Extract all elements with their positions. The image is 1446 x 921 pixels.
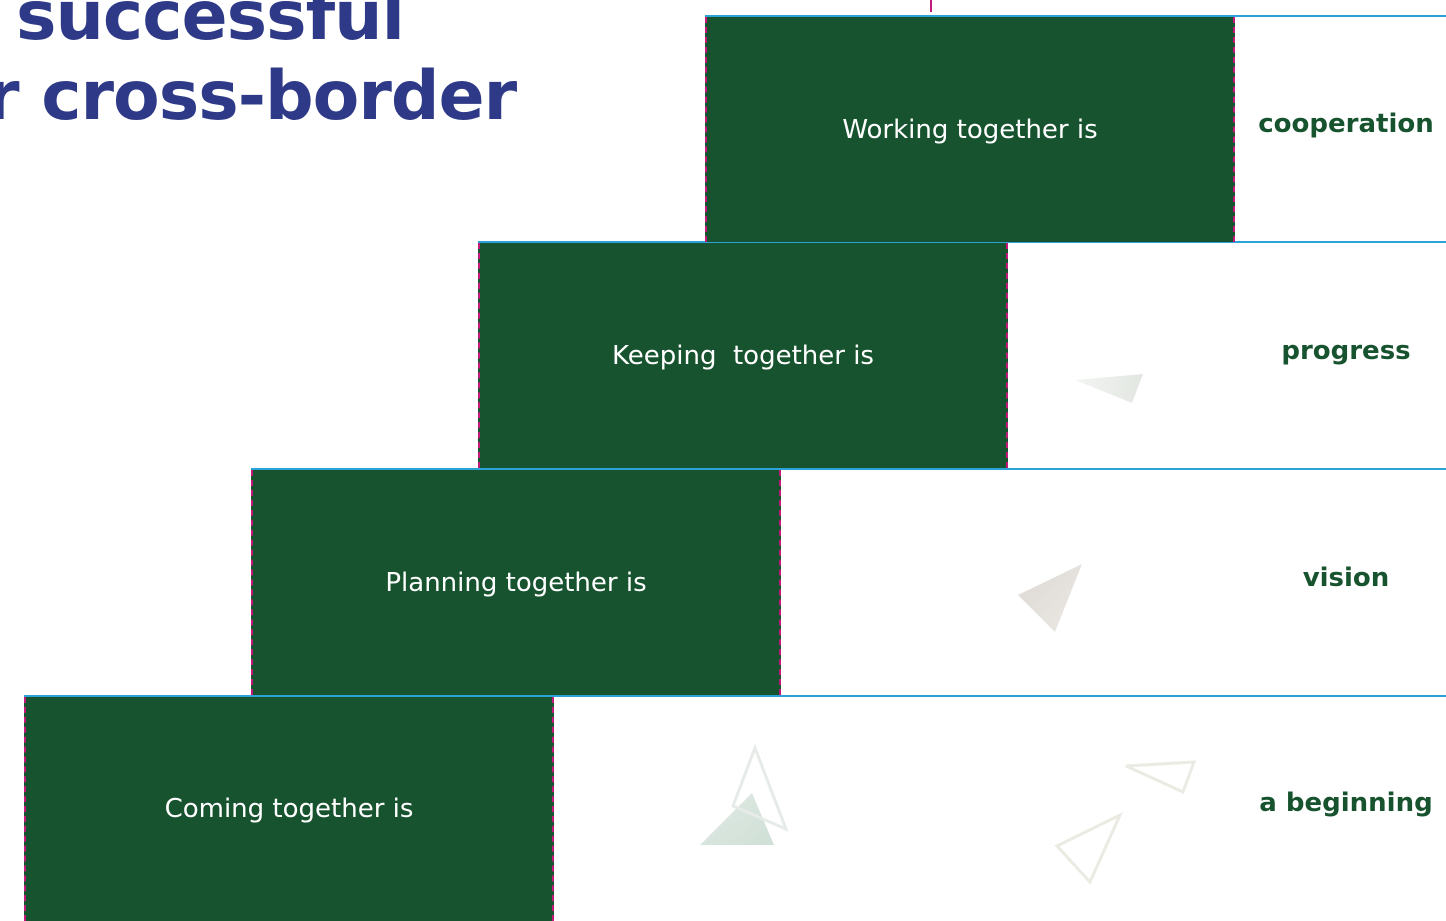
keyword-vision: vision: [1302, 563, 1390, 593]
rule-line-1: [705, 15, 1446, 17]
rule-line-2: [478, 241, 1446, 243]
keyword-progress: progress: [1281, 336, 1411, 366]
keyword-a-beginning: a beginning: [1259, 788, 1433, 818]
step-label: Planning together is: [385, 567, 647, 598]
slide-title-line-2: r cross-border: [0, 57, 517, 136]
triangle-shape: [1075, 374, 1143, 403]
triangle-shape: [700, 793, 774, 845]
slide-title-line-1: successful: [16, 0, 405, 56]
rule-line-3: [251, 468, 1446, 470]
top-tick: [930, 0, 932, 12]
step-coming: Coming together is: [24, 697, 554, 921]
step-label: Keeping together is: [612, 340, 874, 371]
rule-line-4: [24, 695, 1446, 697]
step-label: Working together is: [842, 114, 1098, 145]
triangle-outline: [731, 743, 789, 832]
step-label: Coming together is: [164, 794, 414, 824]
triangle-outline: [1125, 760, 1197, 795]
step-planning: Planning together is: [251, 470, 781, 695]
triangle-outline: [1054, 811, 1124, 885]
keyword-cooperation: cooperation: [1258, 109, 1434, 139]
step-keeping: Keeping together is: [478, 243, 1008, 468]
triangle-shape: [1018, 564, 1082, 632]
step-working: Working together is: [705, 17, 1235, 242]
